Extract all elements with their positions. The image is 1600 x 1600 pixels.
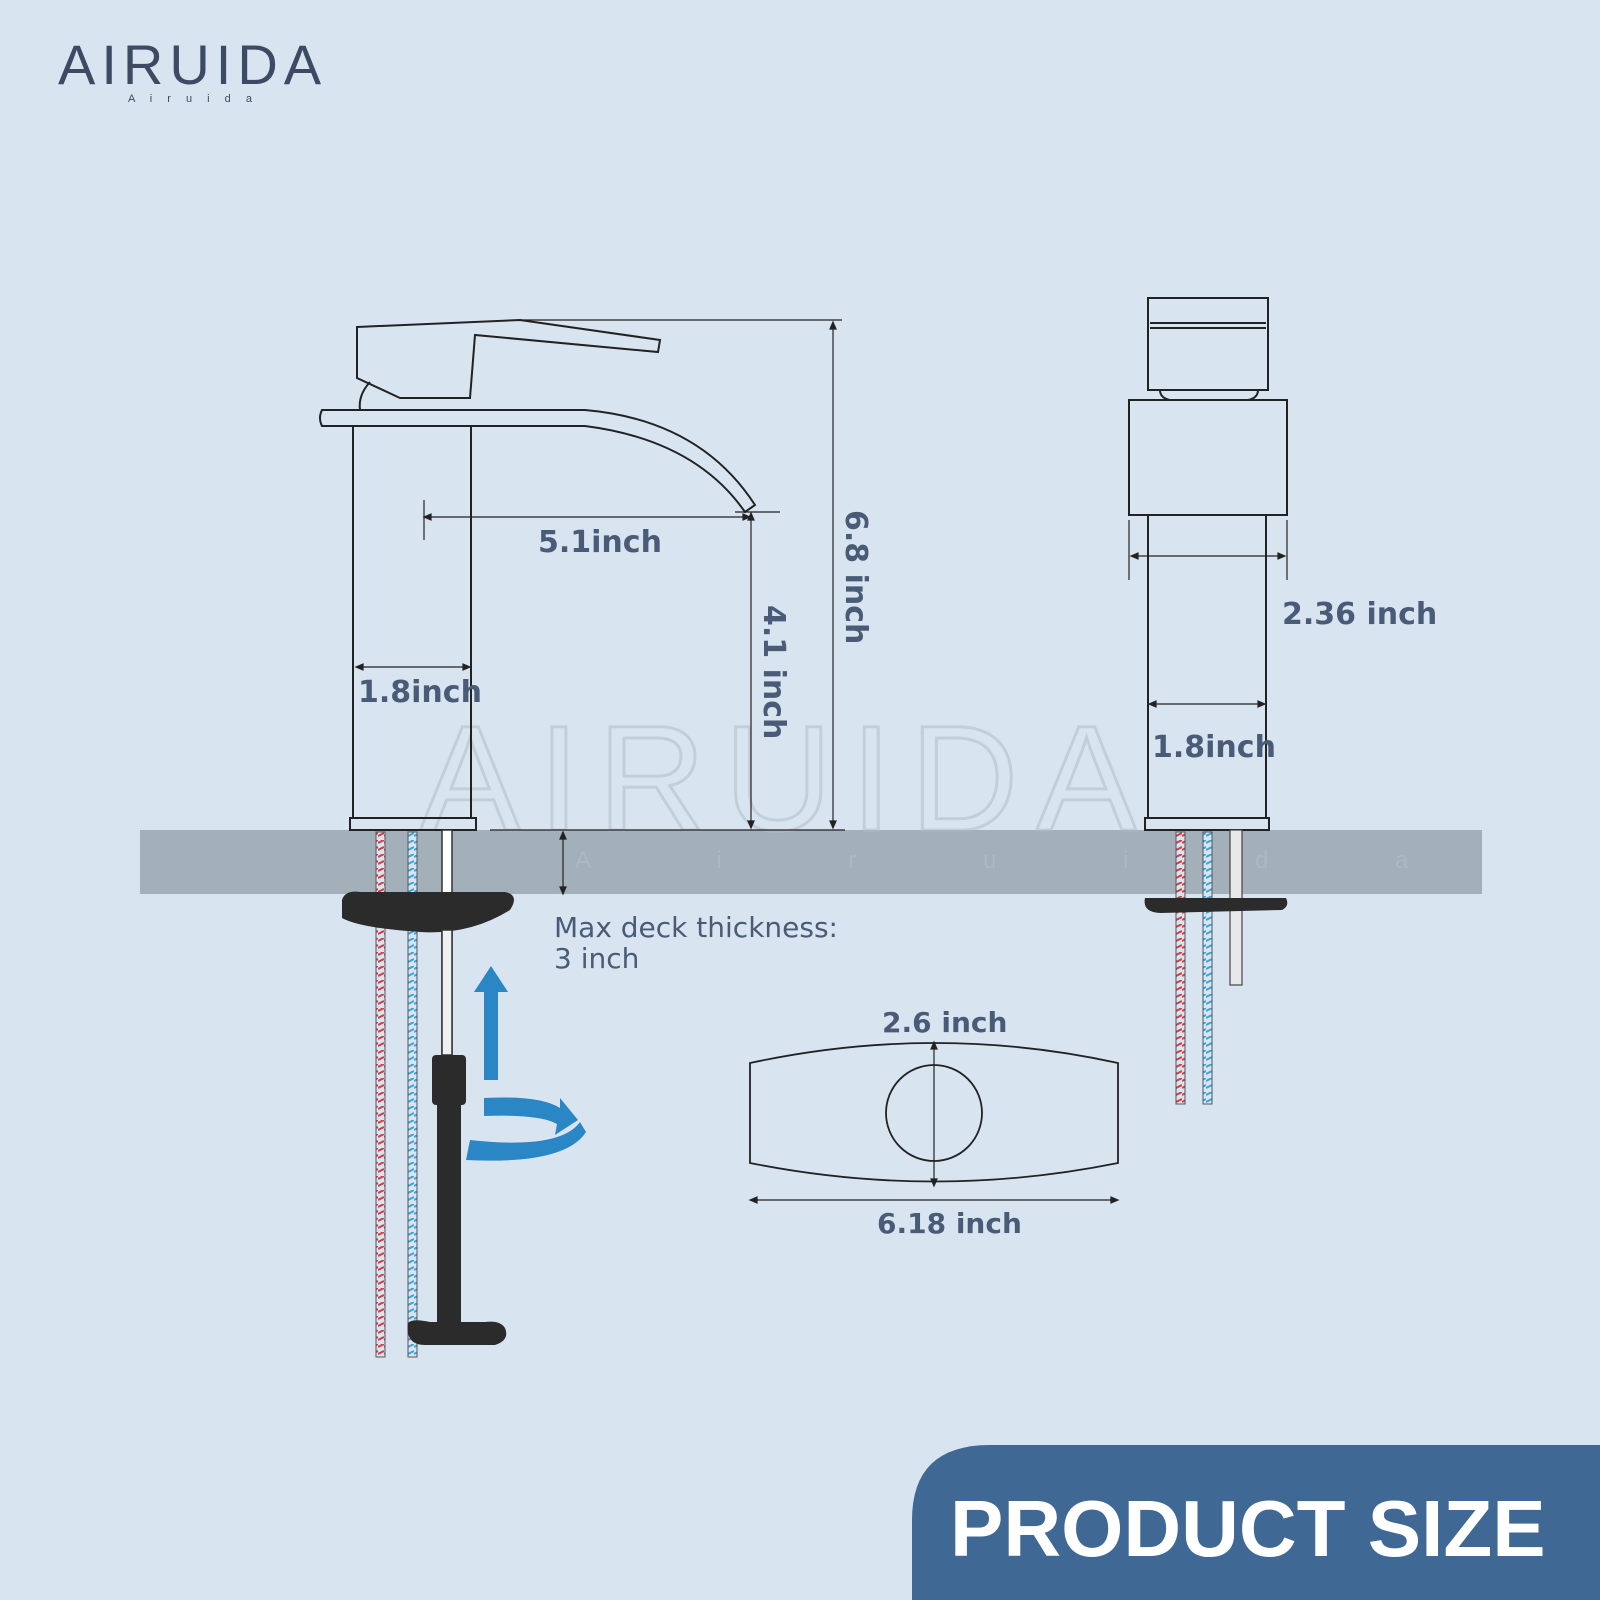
watermark: AIRUIDA A i r u i d a	[419, 693, 1468, 875]
mounting-tool-shaft	[437, 1100, 461, 1345]
deck-thickness-note-line1: Max deck thickness:	[554, 911, 838, 944]
deck-thickness-note-line2: 3 inch	[554, 942, 639, 975]
side-dimension-lines	[1128, 520, 1288, 708]
front-body-width-label: 1.8inch	[358, 675, 482, 710]
brand-logo: AIRUIDA A i r u i d a	[58, 33, 327, 105]
side-cold-hose	[1202, 831, 1213, 1105]
watermark-tagline: A i r u i d a	[575, 847, 1468, 874]
front-base	[349, 817, 477, 831]
spout-reach-label: 5.1inch	[538, 525, 662, 560]
total-height-label: 6.8 inch	[838, 510, 873, 644]
front-dimension-lines	[354, 319, 845, 896]
faucet-front-view	[319, 318, 757, 831]
hot-water-hose	[375, 831, 386, 1358]
up-arrow-icon	[474, 966, 508, 1080]
plate-width-label: 6.18 inch	[877, 1207, 1022, 1240]
mounting-tool-handle	[407, 1320, 507, 1345]
side-body	[1147, 514, 1267, 819]
side-hot-hose	[1175, 831, 1186, 1105]
side-mounting-assembly	[1144, 829, 1288, 1105]
product-size-banner	[912, 1445, 1600, 1600]
faucet-side-view	[1128, 297, 1288, 831]
side-head	[1128, 399, 1288, 516]
plate-hole-label: 2.6 inch	[882, 1006, 1007, 1039]
install-arrows	[466, 966, 586, 1161]
cold-water-hose	[407, 831, 418, 1358]
threaded-rod	[441, 929, 453, 1056]
deck-plate-outline	[749, 1042, 1119, 1183]
front-handle	[356, 318, 662, 399]
side-body-width-label: 1.8inch	[1152, 730, 1276, 765]
front-spout	[319, 409, 757, 514]
product-size-title: PRODUCT SIZE	[950, 1484, 1546, 1573]
deck-plate	[748, 1040, 1120, 1204]
mounting-nut	[432, 1055, 466, 1105]
rotate-arrow-tail	[466, 1122, 586, 1161]
watermark-name: AIRUIDA	[420, 694, 1154, 862]
rotate-arrow-icon	[484, 1097, 578, 1135]
front-mounting-assembly	[342, 829, 514, 1358]
side-handle	[1147, 297, 1269, 391]
mounting-washer	[342, 891, 514, 933]
spout-height-label: 4.1 inch	[756, 605, 791, 739]
countertop-deck	[140, 830, 1482, 894]
side-handle-width-label: 2.36 inch	[1282, 597, 1437, 632]
side-mounting-washer	[1144, 898, 1288, 913]
brand-tagline: A i r u i d a	[128, 93, 258, 105]
brand-name: AIRUIDA	[58, 33, 327, 96]
side-base	[1144, 817, 1270, 831]
front-handle-base	[358, 381, 371, 411]
